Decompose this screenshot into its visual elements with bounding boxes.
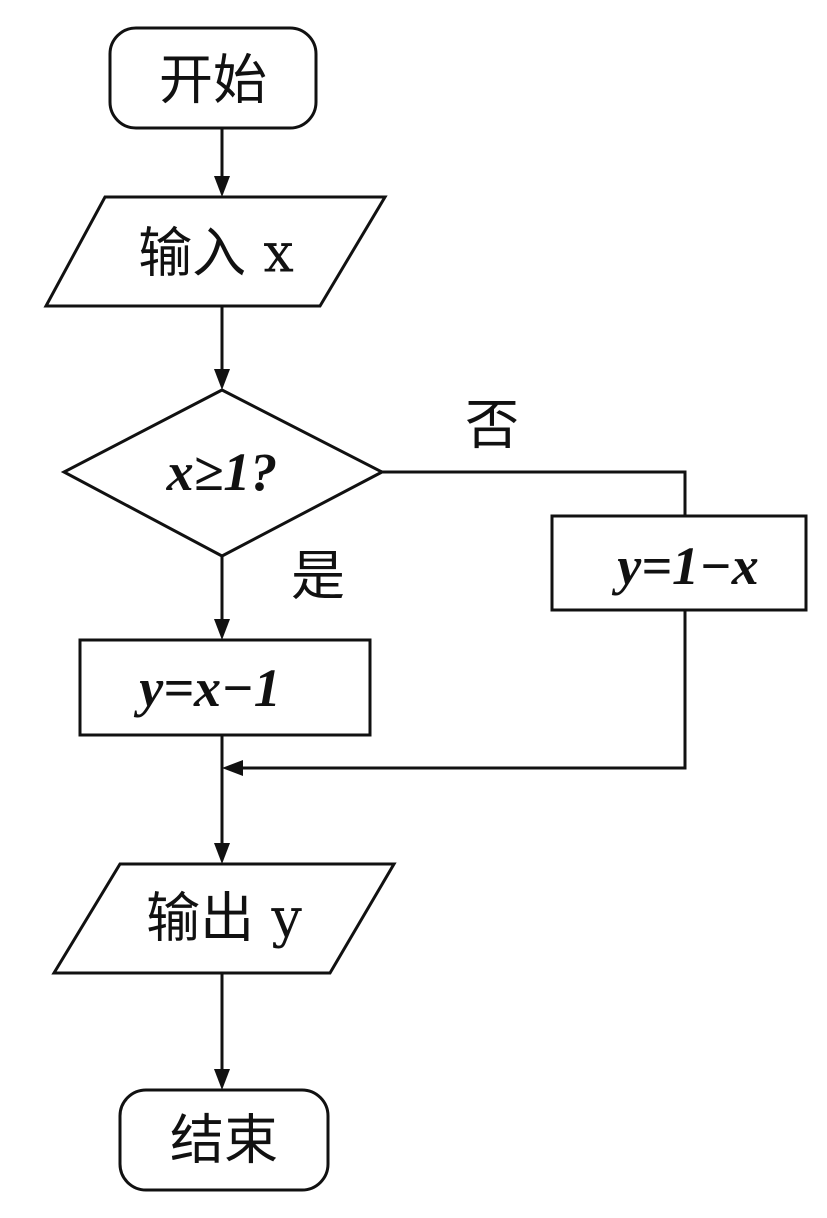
yes-process-label: y=x−1 — [133, 658, 280, 718]
arrow-no-process-to-merge — [222, 610, 687, 776]
input-node: 输入 x — [43, 195, 388, 308]
arrow-decision-to-yes-process — [214, 556, 230, 640]
arrow-input-to-decision — [214, 306, 230, 390]
no-branch-label: 否 — [465, 394, 519, 457]
input-label: 输入 x — [138, 222, 294, 285]
arrow-start-to-input — [214, 128, 230, 197]
output-node: 输出 y — [51, 862, 397, 975]
arrow-decision-to-no-process — [382, 470, 687, 516]
end-node: 结束 — [118, 1088, 330, 1192]
start-label: 开始 — [159, 49, 267, 112]
decision-label: x≥1? — [166, 442, 278, 502]
decision-node: x≥1? — [60, 388, 386, 558]
output-label: 输出 y — [146, 887, 302, 950]
end-label: 结束 — [170, 1109, 278, 1172]
start-node: 开始 — [108, 26, 318, 130]
no-process-label: y=1−x — [611, 536, 758, 596]
no-process-node: y=1−x — [550, 514, 808, 612]
arrow-output-to-end — [214, 973, 230, 1090]
yes-branch-label: 是 — [291, 545, 345, 608]
yes-process-node: y=x−1 — [78, 638, 372, 737]
arrow-merge-to-output — [214, 735, 230, 864]
